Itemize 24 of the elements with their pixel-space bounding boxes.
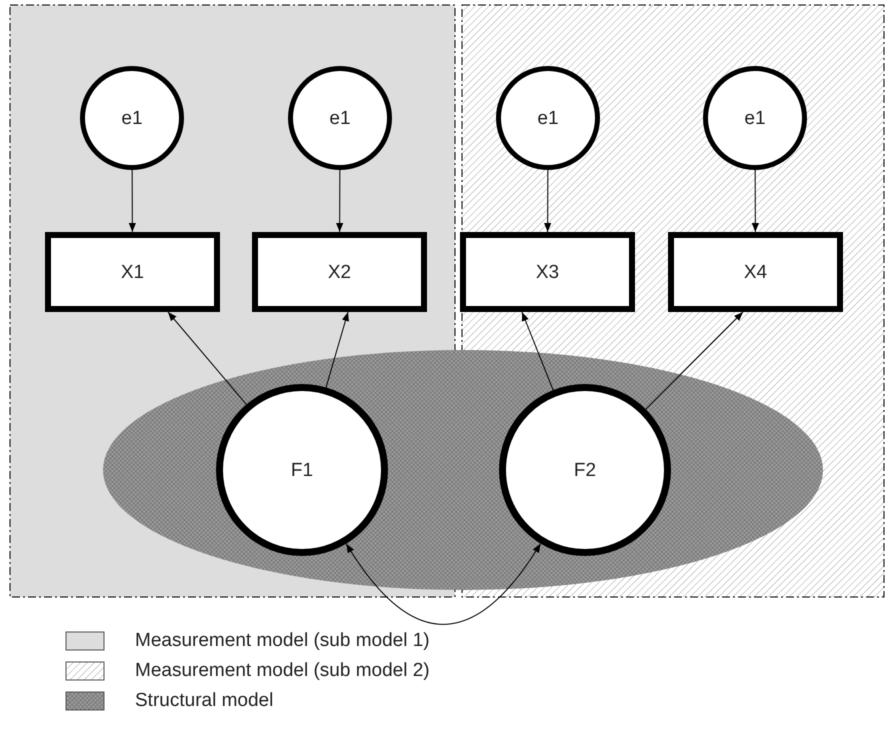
variable-box — [252, 232, 427, 312]
variable-box — [460, 232, 635, 312]
legend-label: Measurement model (sub model 1) — [135, 631, 430, 650]
node-label: F1 — [290, 460, 314, 480]
node-label: X3 — [536, 262, 560, 282]
node-label: e1 — [329, 108, 351, 128]
arrow — [128, 170, 136, 232]
legend-label: Measurement model (sub model 2) — [135, 661, 430, 680]
node-label: X2 — [328, 262, 352, 282]
curved-arrow — [346, 543, 542, 625]
arrow — [336, 170, 344, 232]
node-label: e1 — [537, 108, 559, 128]
node-label: X1 — [120, 262, 144, 282]
node-label: e1 — [744, 108, 766, 128]
node-label: F2 — [574, 460, 596, 480]
arrow — [752, 170, 759, 232]
arrow — [645, 312, 744, 410]
legend-label: Structural model — [135, 691, 274, 710]
node-label: X4 — [744, 262, 768, 282]
variable-box — [45, 232, 220, 312]
variable-box — [668, 232, 843, 312]
node-label: e1 — [121, 108, 143, 128]
arrow — [168, 312, 247, 405]
arrow — [544, 170, 552, 232]
